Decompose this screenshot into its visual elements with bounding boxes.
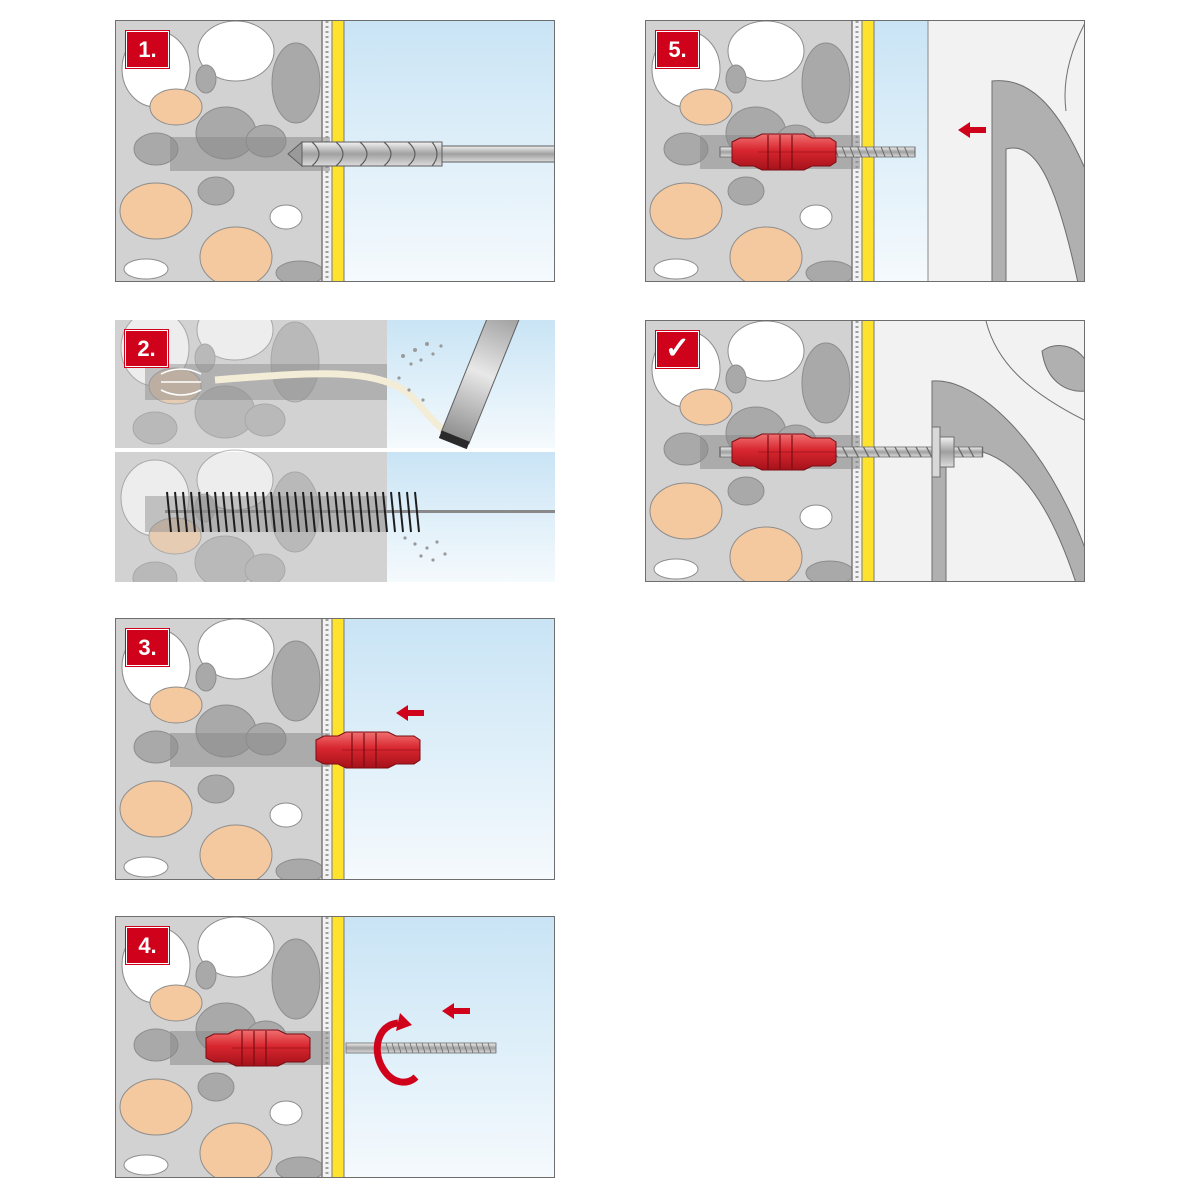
wall-plug (731, 433, 837, 471)
drill-bit (287, 140, 554, 168)
drill-hole (170, 733, 330, 767)
step-2-panel: 2. (115, 320, 555, 582)
step-number-badge: 2. (125, 330, 168, 367)
wall-plug (731, 133, 837, 171)
dust-cloud (403, 536, 447, 562)
step-number-badge: 3. (126, 629, 169, 666)
cleaning-brush (165, 491, 555, 533)
step-number-badge: 4. (126, 927, 169, 964)
dust-cloud (397, 342, 443, 402)
step-number-badge: 5. (656, 31, 699, 68)
blower-pump (438, 320, 523, 450)
screw (345, 1042, 497, 1054)
checkmark-icon: ✓ (656, 331, 699, 368)
step-complete-illustration (646, 321, 1084, 581)
step-number-badge: 1. (126, 31, 169, 68)
step-5-panel: 5. (645, 20, 1085, 282)
washer-and-nut (931, 426, 955, 478)
step-complete-panel: ✓ (645, 320, 1085, 582)
step-4-illustration (116, 917, 554, 1177)
step-3-panel: 3. (115, 618, 555, 880)
fixture-bracket (991, 23, 1084, 281)
step-1-illustration (116, 21, 554, 281)
step-1-panel: 1. (115, 20, 555, 282)
blower-hose (214, 370, 457, 442)
rotate-arrow-icon (373, 1013, 419, 1086)
step-5-illustration (646, 21, 1084, 281)
wall-plug (315, 731, 421, 769)
wall-plug (205, 1029, 311, 1067)
step-4-panel: 4. (115, 916, 555, 1178)
blow-out-arrows (160, 368, 202, 396)
step-3-illustration (116, 619, 554, 879)
fixture-bracket (931, 321, 1084, 581)
step-2-illustration (115, 320, 555, 582)
